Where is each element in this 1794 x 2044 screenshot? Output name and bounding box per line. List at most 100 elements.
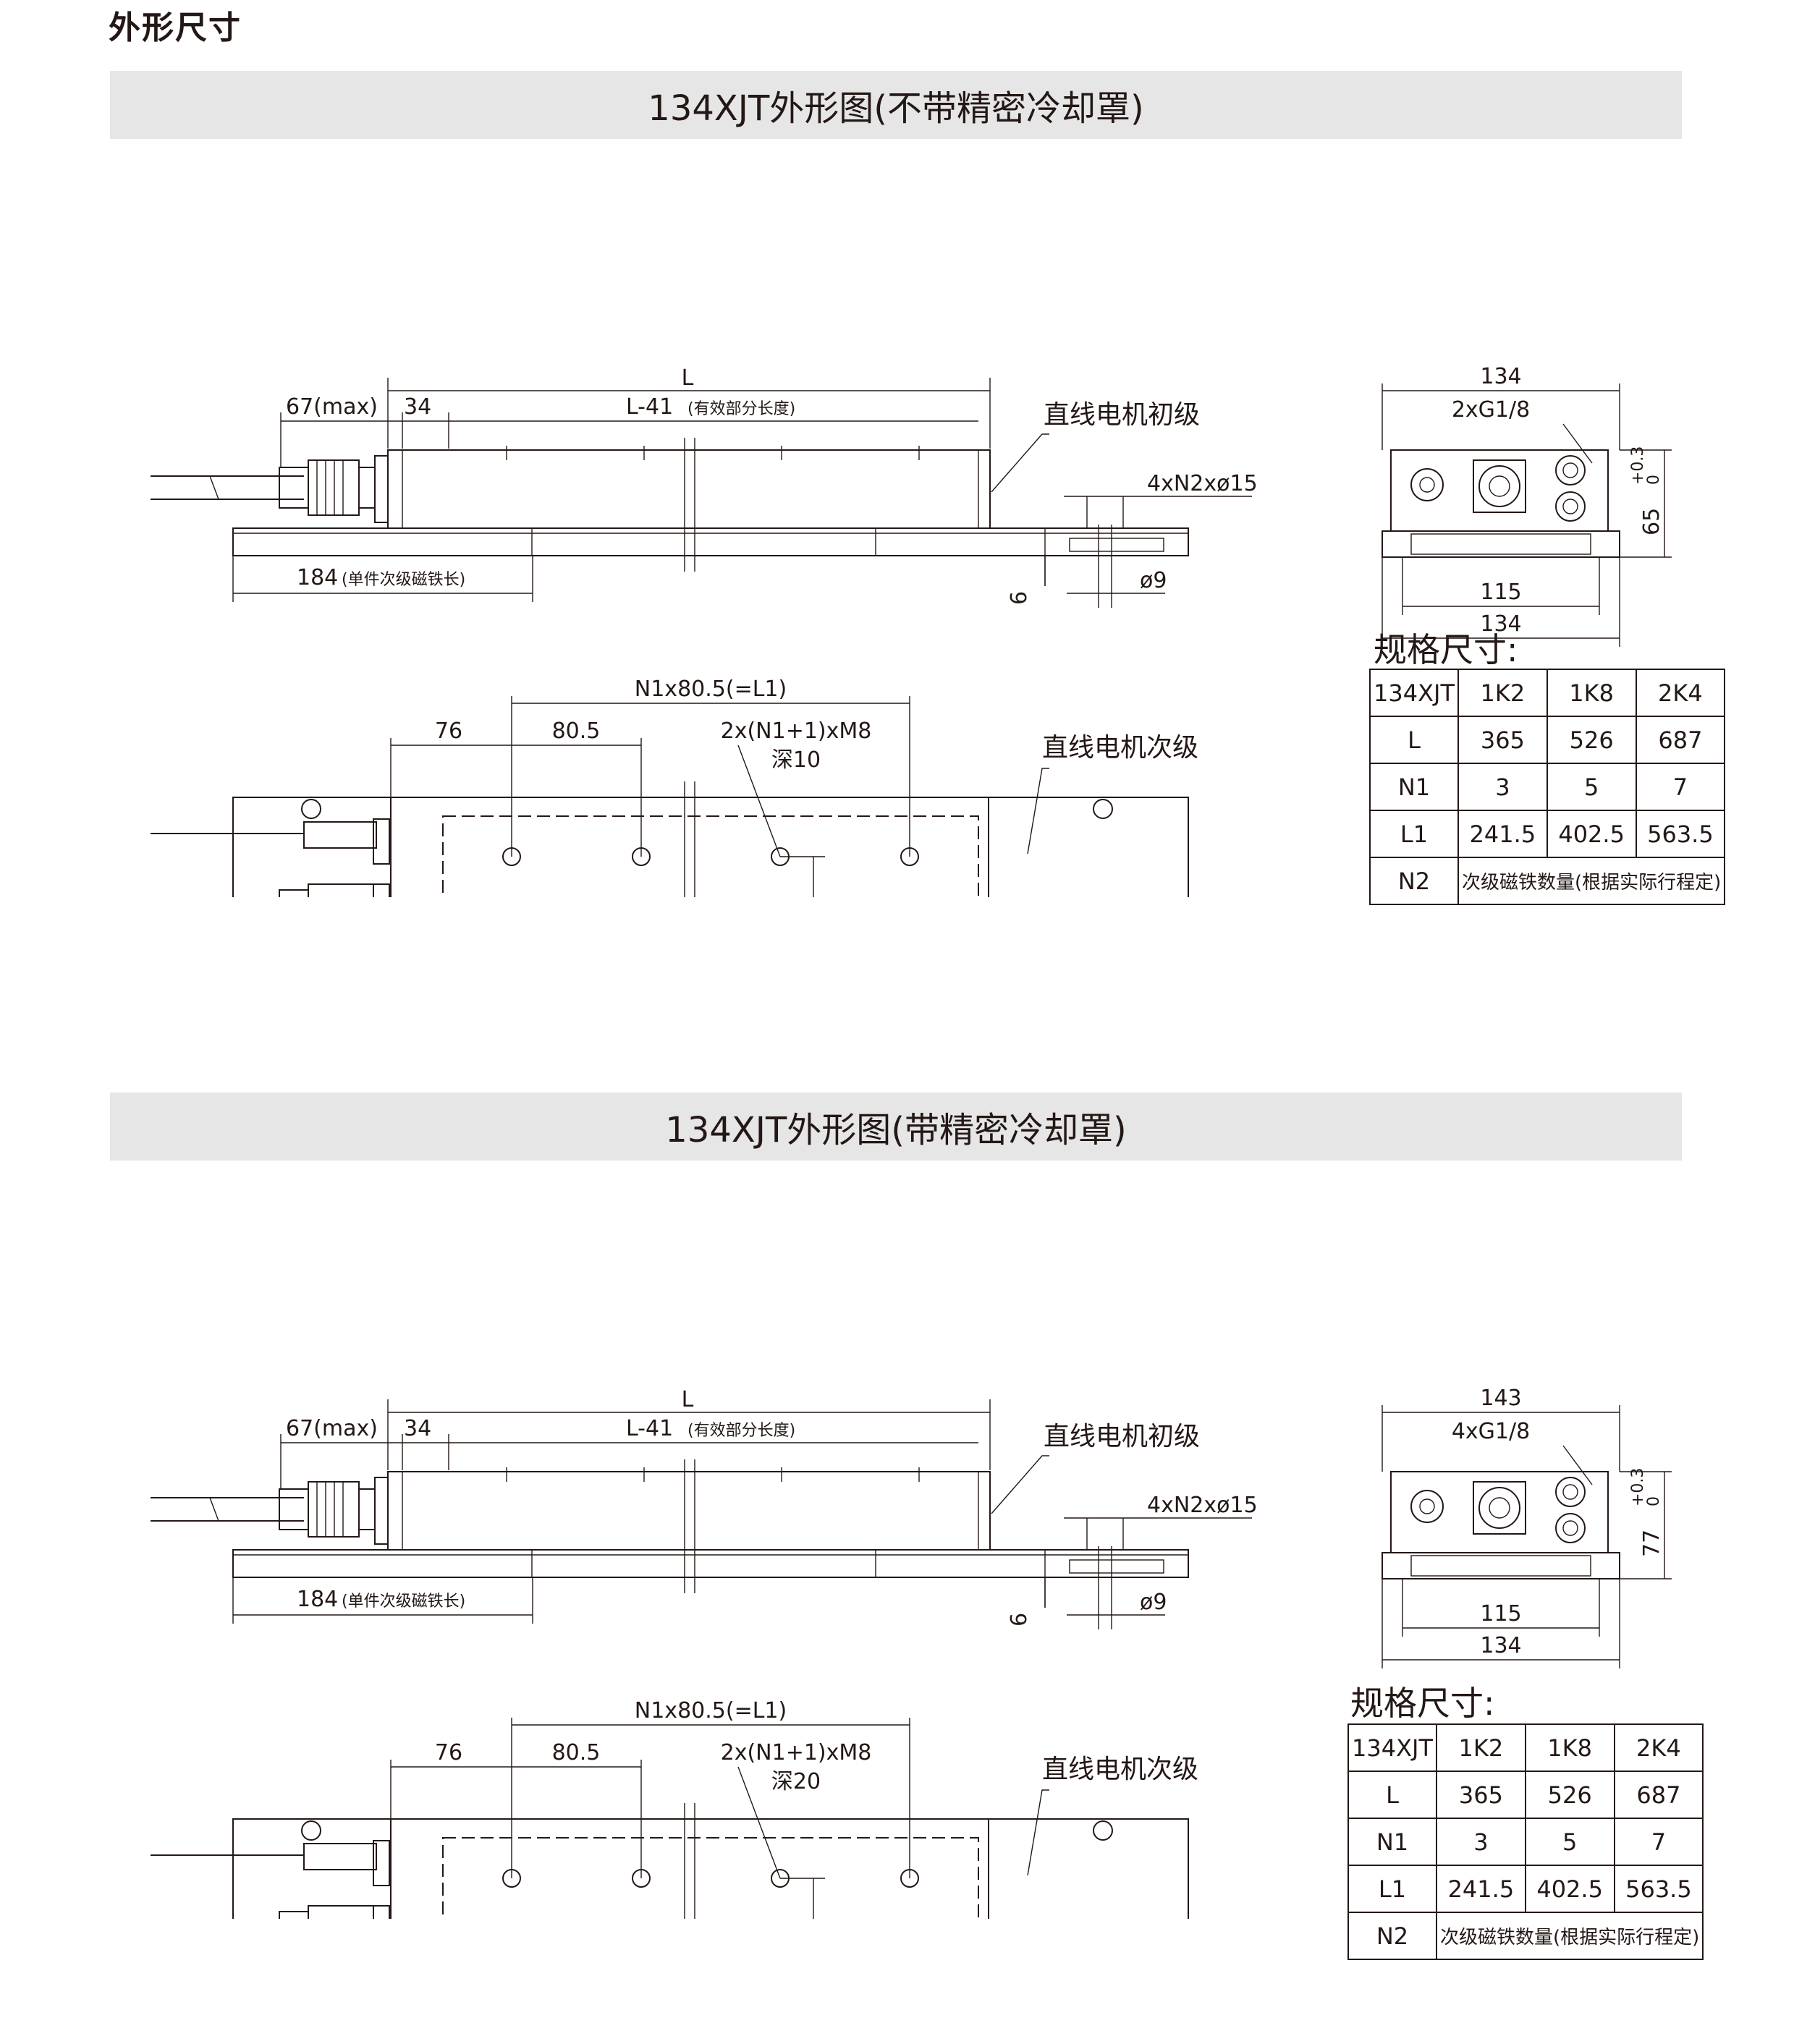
mounting-holes — [301, 799, 1113, 1010]
section-2-title: 134XJT外形图(带精密冷却罩) — [110, 1093, 1682, 1161]
spec-title-1: 规格尺寸: — [1374, 630, 1518, 669]
dim-side-width: 143 — [1480, 1386, 1521, 1411]
spec-row-label: N2 — [1347, 1912, 1437, 1960]
plan-view-dimensions: N1x80.5(=L1) 76 80.5 2x(N1+1)xM8 深20 直线电… — [232, 1698, 1198, 2044]
dim-pitch: N1x80.5(=L1) — [635, 1698, 787, 1723]
spec-title-2: 规格尺寸: — [1350, 1684, 1495, 1723]
top-view-drawing — [151, 1459, 1189, 1593]
spec-row-label: N1 — [1347, 1818, 1437, 1866]
side-view-dimensions: 143 4xG1/8 77 +0.3 0 115 134 — [1382, 1386, 1672, 1668]
label-primary: 直线电机初级 — [1044, 1422, 1200, 1451]
spec-cell: 687 — [1613, 1771, 1704, 1819]
spec-row-label: L1 — [1369, 810, 1459, 858]
dim-cable-max: 67(max) — [286, 1416, 378, 1441]
dim-side-tol0: 0 — [1645, 475, 1663, 485]
spec-cell: 526 — [1546, 716, 1637, 764]
dim-34: 34 — [404, 1416, 431, 1441]
dim-fitting: 4xG1/8 — [1452, 1419, 1530, 1444]
plan-view-drawing — [151, 781, 1194, 1027]
dim-effective: L-41 — [626, 394, 673, 420]
spec-cell: 5 — [1546, 763, 1637, 811]
dim-side-height: 65 — [1639, 508, 1664, 535]
top-view-dimensions: L 67(max) 34 L-41 (有效部分长度) 直线电机初级 4xN2xø… — [232, 365, 1258, 608]
spec-header-cell: 1K8 — [1524, 1723, 1615, 1772]
dim-holes-15: 4xN2xø15 — [1147, 471, 1258, 496]
dim-80-5: 80.5 — [552, 718, 601, 744]
spec-cell: 241.5 — [1457, 810, 1548, 858]
dim-6: 6 — [1007, 1613, 1032, 1627]
section-1-title: 134XJT外形图(不带精密冷却罩) — [110, 71, 1682, 139]
dim-184-note: (单件次级磁铁长) — [342, 1593, 465, 1611]
spec-row-label: L — [1369, 716, 1459, 764]
dim-depth: 深20 — [771, 1769, 821, 1794]
spec-cell: 402.5 — [1546, 810, 1637, 858]
spec-cell: 563.5 — [1613, 1865, 1704, 1913]
dim-fitting: 2xG1/8 — [1452, 397, 1530, 423]
dim-pitch: N1x80.5(=L1) — [635, 677, 787, 702]
label-primary: 直线电机初级 — [1044, 400, 1200, 430]
spec-cell: 241.5 — [1435, 1865, 1526, 1913]
dim-side-tol: +0.3 — [1629, 446, 1647, 485]
spec-cell: 365 — [1435, 1771, 1526, 1819]
dim-effective-note: (有效部分长度) — [687, 1422, 795, 1440]
dim-34: 34 — [404, 394, 431, 420]
dim-80-5: 80.5 — [552, 1740, 601, 1765]
plan-view-drawing — [151, 1803, 1194, 2044]
dim-184-note: (单件次级磁铁长) — [342, 571, 465, 589]
dim-184: 184 — [297, 565, 338, 590]
top-view-drawing — [151, 438, 1189, 572]
dim-cable-max: 67(max) — [286, 394, 378, 420]
dim-d9: ø9 — [1140, 568, 1167, 593]
side-view-drawing — [1382, 449, 1620, 558]
mounting-holes — [301, 1820, 1113, 2032]
dim-side-inner: 115 — [1480, 1601, 1521, 1627]
spec-cell: 526 — [1524, 1771, 1615, 1819]
spec-row-label: N1 — [1369, 763, 1459, 811]
spec-cell: 365 — [1457, 716, 1548, 764]
dim-d9: ø9 — [1140, 1590, 1167, 1615]
dim-76: 76 — [435, 1740, 462, 1765]
spec-header-cell: 1K2 — [1435, 1723, 1526, 1772]
dim-side-width: 134 — [1480, 364, 1521, 389]
dim-holes-m8: 2x(N1+1)xM8 — [721, 1740, 872, 1765]
spec-cell: 563.5 — [1635, 810, 1726, 858]
spec-header-cell: 1K8 — [1546, 669, 1637, 717]
dim-effective-note: (有效部分长度) — [687, 400, 795, 418]
spec-cell: 7 — [1613, 1818, 1704, 1866]
dim-side-tol: +0.3 — [1629, 1468, 1647, 1506]
dim-side-tol0: 0 — [1645, 1496, 1663, 1506]
spec-cell: 3 — [1457, 763, 1548, 811]
dim-184: 184 — [297, 1587, 338, 1612]
spec-row-label: N2 — [1369, 857, 1459, 905]
spec-cell: 7 — [1635, 763, 1726, 811]
dim-side-inner: 115 — [1480, 580, 1521, 605]
spec-cell: 402.5 — [1524, 1865, 1615, 1913]
dim-holes-15: 4xN2xø15 — [1147, 1493, 1258, 1518]
spec-cell: 3 — [1435, 1818, 1526, 1866]
top-view-dimensions: L 67(max) 34 L-41 (有效部分长度) 直线电机初级 4xN2xø… — [232, 1387, 1258, 1629]
side-view-dimensions: 134 2xG1/8 65 +0.3 0 115 134 — [1382, 364, 1672, 647]
dim-side-height: 77 — [1639, 1530, 1664, 1557]
spec-n2-note: 次级磁铁数量(根据实际行程定) — [1457, 857, 1726, 905]
spec-row-label: L — [1347, 1771, 1437, 1819]
spec-header-cell: 2K4 — [1613, 1723, 1704, 1772]
label-secondary: 直线电机次级 — [1042, 1755, 1198, 1784]
spec-row-label: L1 — [1347, 1865, 1437, 1913]
spec-header-cell: 134XJT — [1347, 1723, 1437, 1772]
spec-header-cell: 1K2 — [1457, 669, 1548, 717]
side-view-drawing — [1382, 1471, 1620, 1579]
spec-cell: 5 — [1524, 1818, 1615, 1866]
dim-L: L — [682, 365, 694, 391]
